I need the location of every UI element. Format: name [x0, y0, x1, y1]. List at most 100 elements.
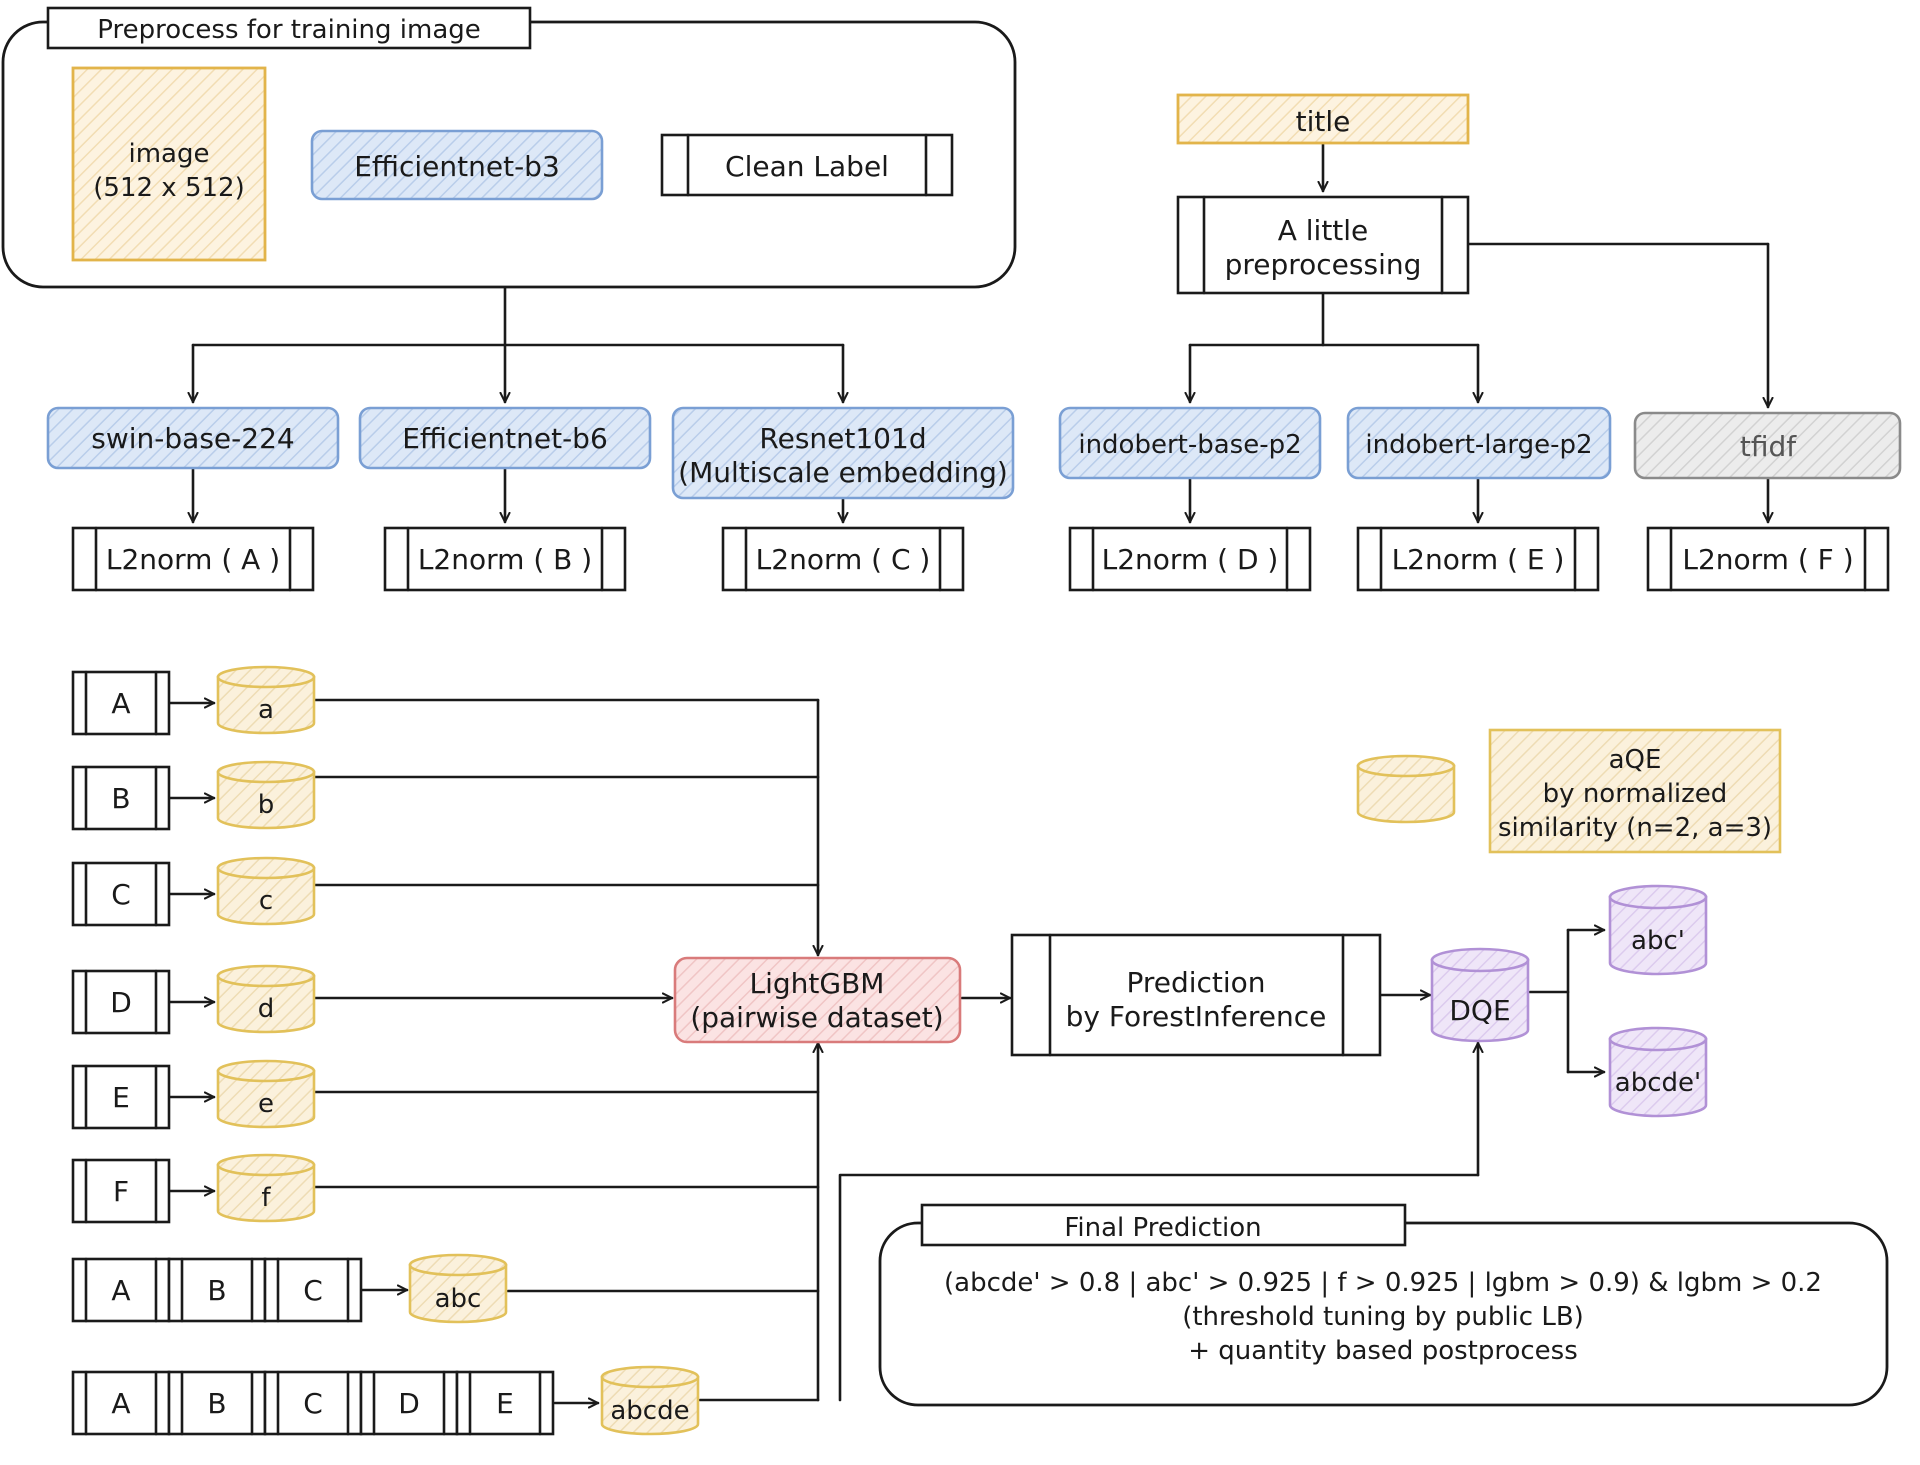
- final-prediction-rule: (abcde' > 0.8 | abc' > 0.925 | f > 0.925…: [944, 1268, 1822, 1298]
- preprocessing-box: [1176, 195, 1470, 295]
- key-b-label: B: [111, 782, 130, 815]
- l2norm-d-label: L2norm ( D ): [1102, 543, 1279, 576]
- db-b-label: b: [258, 790, 275, 820]
- key-f-label: F: [113, 1175, 129, 1208]
- prediction-sublabel: by ForestInference: [1066, 1000, 1327, 1033]
- key-abcde-e-label: E: [496, 1387, 514, 1420]
- indobert-base-box: [1058, 406, 1322, 480]
- lightgbm-label: LightGBM: [750, 967, 885, 1000]
- connectors: [168, 141, 1768, 1403]
- legend-line-1: aQE: [1609, 745, 1662, 775]
- legend-line-2: by normalized: [1543, 779, 1728, 809]
- l2norm-f-box: [1646, 526, 1890, 592]
- preprocessing-label-1: A little: [1278, 214, 1369, 247]
- lightgbm-sublabel: (pairwise dataset): [690, 1001, 943, 1034]
- resnet101d-box: [671, 406, 1015, 500]
- key-box-abcde-e: [455, 1370, 555, 1436]
- dqe-cylinder: [1430, 947, 1530, 1043]
- l2norm-d-box: [1068, 526, 1312, 592]
- legend-box: [1488, 728, 1782, 854]
- db-abcde-label: abcde: [610, 1396, 689, 1426]
- key-box-c: [71, 861, 171, 927]
- swin-base-box: [46, 406, 340, 470]
- db-cylinder-c: [216, 856, 316, 926]
- indobert-large-box: [1346, 406, 1612, 480]
- efficientnet-b6-label: Efficientnet-b6: [402, 422, 608, 455]
- title-input-box: [1176, 93, 1470, 145]
- l2norm-a-box: [71, 526, 315, 592]
- key-box-abcde-a: [71, 1370, 171, 1436]
- tfidf-box: [1633, 411, 1902, 480]
- indobert-large-label: indobert-large-p2: [1365, 430, 1592, 460]
- l2norm-f-label: L2norm ( F ): [1682, 543, 1853, 576]
- title-input-label: title: [1296, 105, 1351, 138]
- output-abc-cylinder: [1608, 884, 1708, 976]
- db-cylinder-f: [216, 1153, 316, 1223]
- lightgbm-box: [673, 956, 962, 1044]
- db-cylinder-b: [216, 760, 316, 830]
- image-input-box: [71, 66, 267, 262]
- db-a-label: a: [258, 695, 274, 725]
- key-box-a: [71, 670, 171, 736]
- final-prediction-postprocess: + quantity based postprocess: [1188, 1336, 1578, 1366]
- l2norm-b-label: L2norm ( B ): [418, 543, 592, 576]
- efficientnet-b3-box: [310, 129, 604, 201]
- preprocess-title-tab: [46, 6, 532, 50]
- key-d-label: D: [110, 986, 132, 1019]
- key-abcde-a-label: A: [111, 1387, 130, 1420]
- key-box-abc-a: [71, 1257, 171, 1323]
- db-cylinder-abc: [408, 1253, 508, 1324]
- prediction-label: Prediction: [1126, 966, 1265, 999]
- image-input-label: image: [129, 139, 210, 169]
- key-box-abcde-b: [167, 1370, 267, 1436]
- db-abc-label: abc: [435, 1284, 482, 1314]
- resnet101d-label: Resnet101d: [759, 422, 926, 455]
- key-box-abcde-c: [263, 1370, 363, 1436]
- key-box-f: [71, 1158, 171, 1224]
- key-c-label: C: [111, 878, 131, 911]
- efficientnet-b3-label: Efficientnet-b3: [354, 150, 560, 183]
- key-box-d: [71, 969, 171, 1035]
- key-box-abc-b: [167, 1257, 267, 1323]
- db-cylinder-abcde: [600, 1365, 700, 1436]
- swin-base-label: swin-base-224: [91, 422, 294, 455]
- clean-label-text: Clean Label: [725, 150, 889, 183]
- key-abcde-c-label: C: [303, 1387, 323, 1420]
- preprocess-title: Preprocess for training image: [97, 15, 481, 45]
- clean-label-box: [660, 133, 954, 197]
- legend-line-3: similarity (n=2, a=3): [1498, 813, 1772, 843]
- final-prediction-note: (threshold tuning by public LB): [1182, 1302, 1584, 1332]
- l2norm-b-box: [383, 526, 627, 592]
- final-prediction-title: Final Prediction: [1064, 1213, 1261, 1243]
- image-input-size: (512 x 512): [93, 173, 244, 203]
- output-abcde-label: abcde': [1615, 1068, 1701, 1098]
- output-abc-label: abc': [1631, 926, 1685, 956]
- key-a-label: A: [111, 687, 130, 720]
- key-abc-a-label: A: [111, 1274, 130, 1307]
- dqe-label: DQE: [1449, 994, 1510, 1027]
- key-box-b: [71, 765, 171, 831]
- db-cylinder-a: [216, 665, 316, 735]
- output-abcde-cylinder: [1608, 1026, 1708, 1118]
- db-c-label: c: [259, 886, 273, 916]
- l2norm-e-label: L2norm ( E ): [1392, 543, 1565, 576]
- preprocessing-label-2: preprocessing: [1225, 248, 1422, 281]
- resnet101d-sublabel: (Multiscale embedding): [678, 456, 1008, 489]
- db-e-label: e: [258, 1089, 274, 1119]
- key-abc-c-label: C: [303, 1274, 323, 1307]
- key-box-e: [71, 1064, 171, 1130]
- prediction-box: [1010, 933, 1382, 1057]
- efficientnet-b6-box: [358, 406, 652, 470]
- key-box-abc-c: [263, 1257, 363, 1323]
- final-prediction-tab: [920, 1203, 1407, 1247]
- key-abc-b-label: B: [207, 1274, 226, 1307]
- db-cylinder-e: [216, 1059, 316, 1129]
- indobert-base-label: indobert-base-p2: [1078, 430, 1301, 460]
- l2norm-a-label: L2norm ( A ): [106, 543, 280, 576]
- db-d-label: d: [258, 994, 275, 1024]
- legend-cylinder: [1356, 754, 1456, 824]
- key-abcde-d-label: D: [398, 1387, 420, 1420]
- l2norm-c-box: [721, 526, 965, 592]
- db-cylinder-d: [216, 964, 316, 1034]
